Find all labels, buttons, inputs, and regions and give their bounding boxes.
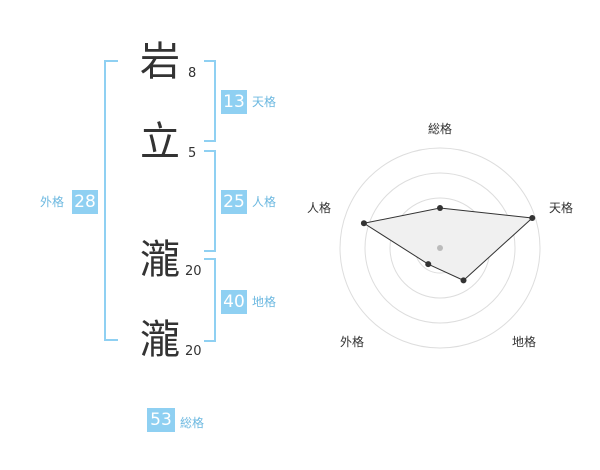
stroke-count-2: 5: [188, 146, 197, 161]
radar-polygon: [362, 207, 534, 281]
chikaku-badge: 40: [221, 290, 247, 314]
name-char-1: 岩: [140, 39, 180, 85]
radar-label-right: 天格: [549, 201, 574, 215]
radar-point: [437, 205, 443, 211]
chikaku-label: 地格: [252, 295, 277, 309]
radar-point: [360, 220, 367, 227]
gaikaku-badge: 28: [72, 190, 98, 214]
soukaku-badge: 53: [147, 408, 175, 432]
radar-label-bottom-right: 地格: [512, 335, 537, 349]
gaikaku-label: 外格: [40, 195, 65, 209]
radar-point: [425, 261, 432, 268]
name-char-2: 立: [140, 119, 180, 165]
radar-point: [460, 277, 467, 284]
radar-center-dot: [437, 245, 443, 251]
radar-points: [360, 205, 536, 284]
jinkaku-label: 人格: [252, 195, 277, 209]
chikaku-bracket: [204, 258, 216, 342]
radar-label-bottom-left: 外格: [340, 335, 365, 349]
name-char-3: 瀧: [140, 237, 180, 283]
jinkaku-bracket: [204, 150, 216, 252]
stroke-count-1: 8: [188, 66, 197, 81]
tenkaku-bracket: [204, 60, 216, 142]
radar-ring: [364, 172, 516, 324]
soukaku-label: 総格: [180, 416, 205, 430]
gaikaku-bracket: [104, 60, 118, 341]
stroke-count-3: 20: [185, 264, 202, 279]
name-char-4: 瀧: [140, 317, 180, 363]
radar-point: [529, 215, 536, 222]
radar-label-left: 人格: [307, 201, 332, 215]
jinkaku-badge: 25: [221, 190, 247, 214]
radar-label-top: 総格: [428, 122, 453, 136]
stroke-count-4: 20: [185, 344, 202, 359]
radar-ring: [339, 147, 541, 349]
tenkaku-label: 天格: [252, 95, 277, 109]
tenkaku-badge: 13: [221, 90, 247, 114]
